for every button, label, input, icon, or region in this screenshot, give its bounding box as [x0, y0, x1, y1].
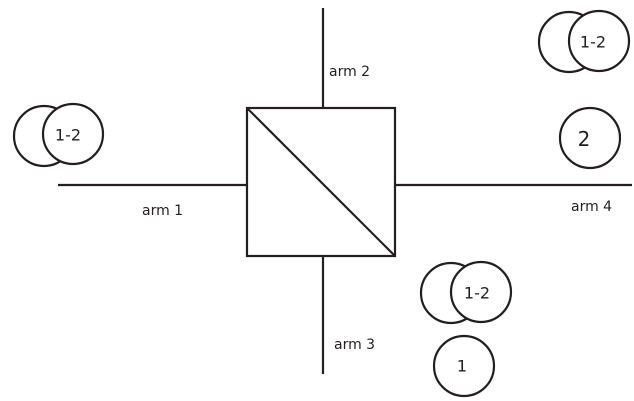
top-right-pair-front-circle	[567, 9, 631, 73]
arm-3-label: arm 3	[334, 337, 375, 353]
left-pair-label: 1-2	[55, 126, 81, 145]
arm-2-label: arm 2	[329, 64, 370, 80]
left-pair-front-circle	[41, 102, 105, 166]
left-photon-pair: 1-2	[12, 102, 105, 168]
top-right-pair-label: 1-2	[580, 33, 606, 52]
beam-splitter-diagonal	[246, 107, 396, 257]
bottom-photon-pair: 1-2	[419, 260, 513, 325]
right-single-circle	[558, 106, 622, 170]
bottom-single-circle	[432, 334, 496, 398]
bottom-single-label: 1	[457, 357, 467, 376]
arm-1-label: arm 1	[142, 203, 183, 219]
arm-4-label: arm 4	[571, 199, 612, 215]
right-single-label: 2	[578, 127, 591, 151]
bottom-single-photon: 1	[432, 334, 496, 398]
top-right-photon-pair: 1-2	[537, 9, 631, 74]
bottom-pair-front-circle	[449, 260, 513, 324]
right-single-photon: 2	[558, 106, 622, 170]
bottom-pair-label: 1-2	[464, 284, 490, 303]
